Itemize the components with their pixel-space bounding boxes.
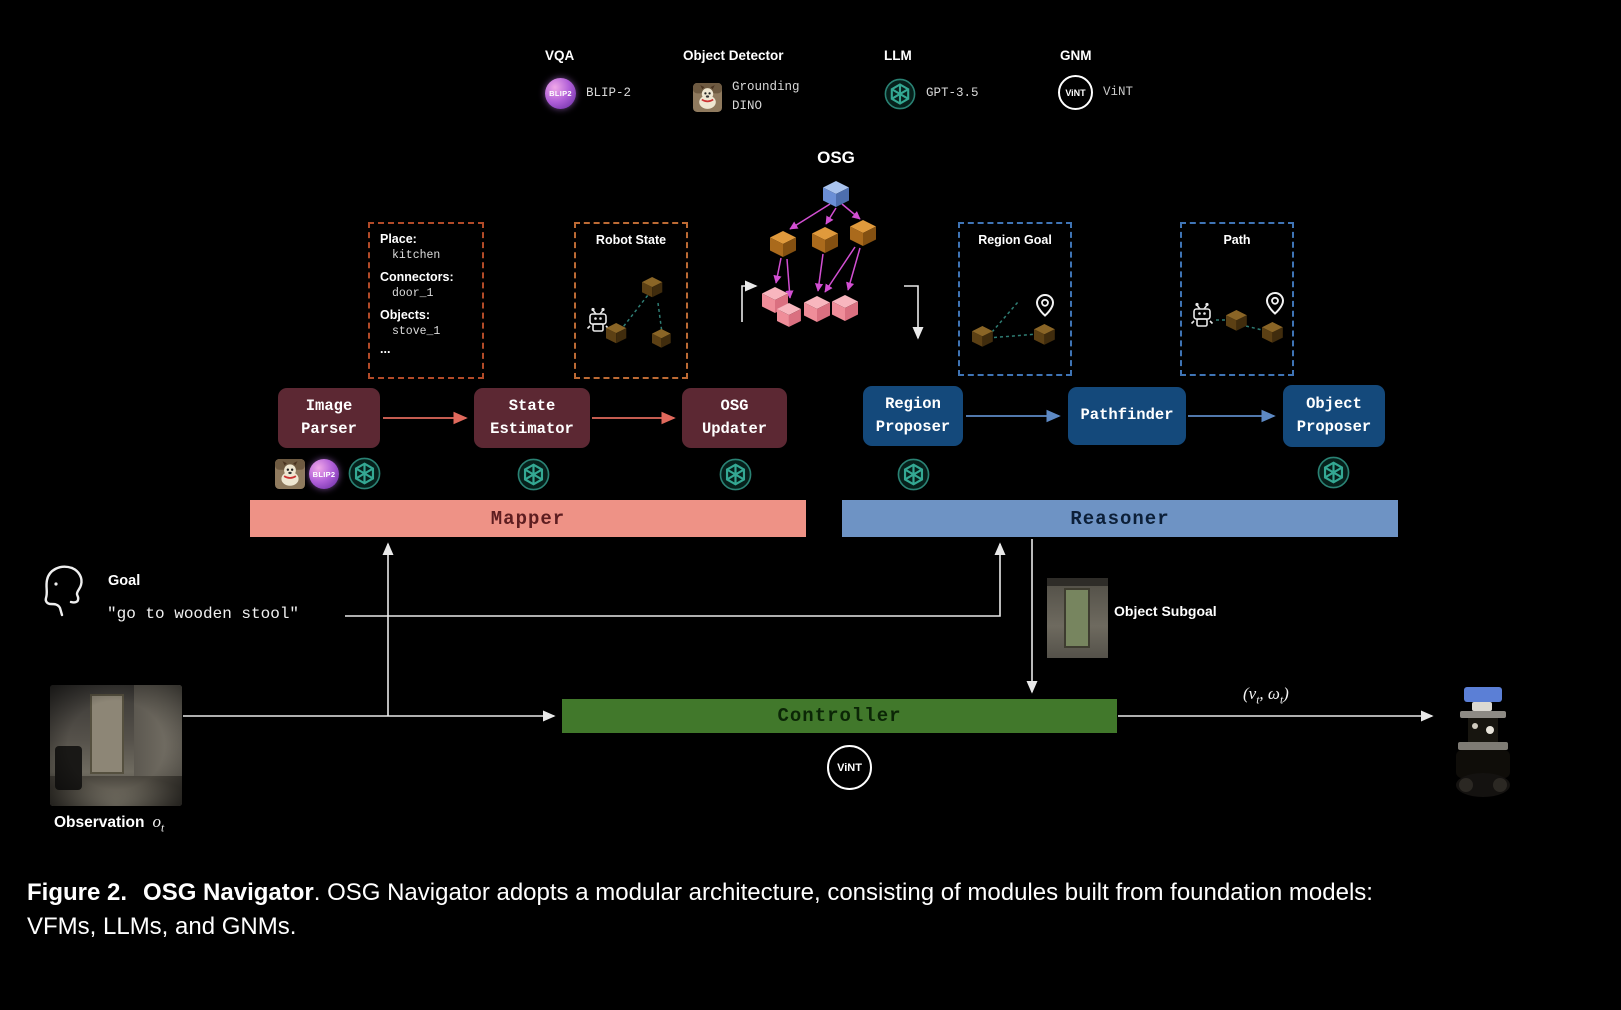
person-icon [44,565,83,617]
robot-state-title: Robot State [595,233,667,247]
osg-root-cube [823,181,849,207]
vint-icon: ViNT [827,745,872,790]
caption-figure-title: OSG Navigator [143,879,314,906]
openai-icon [884,78,916,110]
caption-figure-number: Figure 2. [27,879,128,906]
legend-vqa-category: VQA [545,48,575,63]
caption-text-line2: VFMs, LLMs, and GNMs. [27,913,297,941]
region-goal-title: Region Goal [978,233,1052,247]
osg-graph [762,181,876,327]
object-subgoal-image [1047,578,1108,658]
path-title: Path [1223,233,1251,247]
region-goal-graph [972,294,1055,347]
openai-icon [719,458,752,491]
legend-llm: LLM GPT-3.5 [884,48,979,110]
connectors-label: Connectors: [380,270,454,284]
observation-symbol: ot [152,812,165,835]
caption-text: . OSG Navigator adopts a modular archite… [313,879,1373,906]
legend-vqa: VQA BLIP2 BLIP-2 [545,48,631,109]
path-panel: Path [1180,222,1294,376]
robot-state-panel: Robot State [574,222,688,379]
osg-title: OSG [817,148,855,167]
region-goal-panel: Region Goal [958,222,1072,376]
observation-label: Observation ot [54,812,165,835]
place-value: kitchen [392,249,441,262]
legend-vqa-model: BLIP-2 [586,85,632,100]
legend-gnm: GNM ViNT ViNT [1058,48,1133,110]
module-pathfinder: Pathfinder [1068,387,1186,445]
goal-label: Goal [108,573,141,589]
observation-image [50,685,182,806]
controller-bar: Controller [562,699,1117,733]
door-in-subgoal [1064,588,1090,648]
legend-llm-category: LLM [884,48,912,63]
osg-updater-to-osg-arrow [741,280,758,322]
object-subgoal-label: Object Subgoal [1114,603,1217,619]
osg-to-reasoner-arrow [904,285,924,340]
legend-llm-model: GPT-3.5 [926,86,979,101]
connectors-value: door_1 [392,287,434,300]
legend-object-detector-model: Grounding DINO [732,80,800,114]
module-object-proposer: Object Proposer [1283,385,1385,447]
location-pin-icon [1036,294,1054,317]
module-region-proposer: Region Proposer [863,386,963,446]
reasoner-bar: Reasoner [842,500,1398,537]
objects-value: stove_1 [392,325,441,338]
place-panel: Place: kitchen Connectors: door_1 Object… [368,222,484,379]
ellipsis: ... [380,342,391,356]
goal-text: "go to wooden stool" [107,605,300,623]
figure-caption: Figure 2. OSG Navigator. OSG Navigator ad… [27,876,1593,944]
module-osg-updater: OSG Updater [682,388,787,448]
grounding-dino-icon [692,82,723,113]
openai-icon [897,458,930,491]
legend-gnm-model: ViNT [1103,84,1134,99]
blip2-icon: BLIP2 [545,78,576,109]
openai-icon [348,457,381,490]
velocity-output-label: (vt, ωt) [1243,684,1289,707]
vint-icon: ViNT [1058,75,1093,110]
openai-icon [517,458,550,491]
openai-icon [1317,456,1350,489]
goal-to-reasoner-line [345,542,1006,617]
robot-state-graph [586,277,671,348]
mapper-bar: Mapper [250,500,806,537]
module-image-parser: Image Parser [278,388,380,448]
place-label: Place: [380,232,417,246]
legend-object-detector: Object Detector Grounding DINO [683,48,814,117]
module-state-estimator: State Estimator [474,388,590,448]
legend-gnm-category: GNM [1060,48,1092,63]
legend-object-detector-category: Object Detector [683,48,784,63]
robot-image [1456,687,1510,797]
location-pin-icon [1266,292,1284,315]
path-graph [1190,292,1284,343]
blip2-icon: BLIP2 [309,459,339,489]
objects-label: Objects: [380,308,431,322]
grounding-dino-icon [274,458,306,490]
